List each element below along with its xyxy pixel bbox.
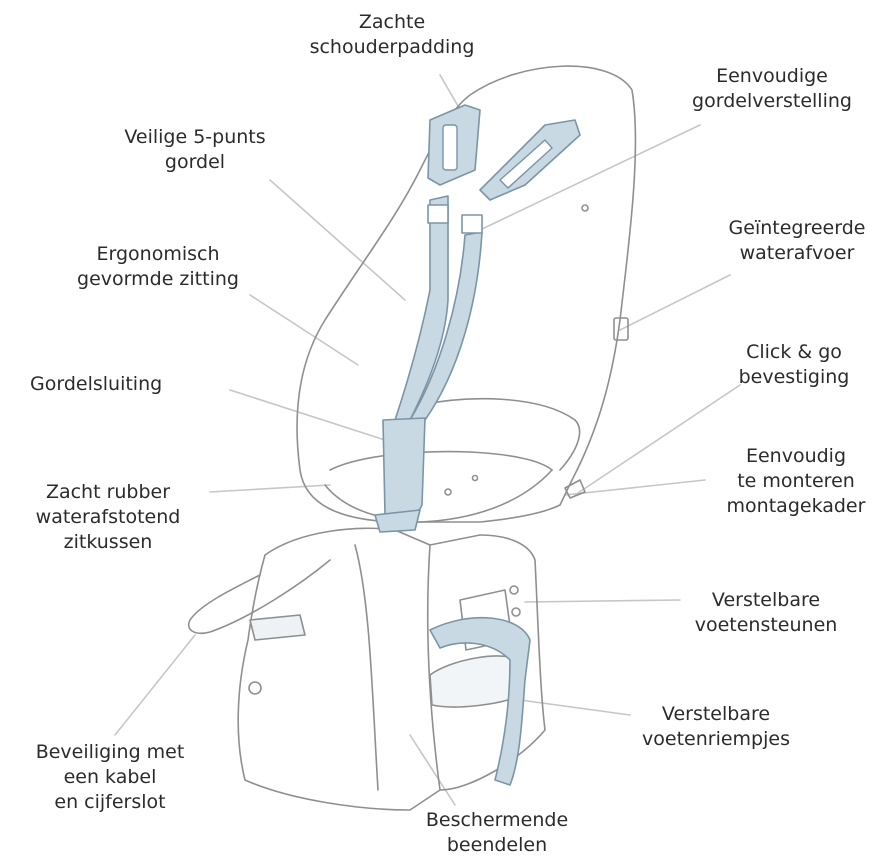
backrest-shell (296, 65, 637, 523)
label-shoulder-padding: Zachte schouderpadding (309, 11, 475, 58)
footrest-slot-1 (509, 585, 519, 595)
leg-guard-inner (354, 544, 379, 791)
seat-hole-2 (471, 474, 479, 482)
buckle (382, 417, 426, 521)
label-buckle: Gordelsluiting (30, 373, 163, 395)
rivet (581, 204, 589, 212)
leg-knob (248, 681, 262, 695)
leg-guard-left (237, 527, 441, 811)
leader-belt-adjust (479, 124, 701, 231)
foot-strap (429, 616, 531, 786)
leader-footrest (524, 599, 681, 603)
label-ergonomic-seat: Ergonomisch gevormde zitting (77, 243, 239, 290)
cable-tag (249, 614, 306, 641)
label-cushion: Zacht rubber waterafstotend zitkussen (35, 481, 181, 553)
adjuster-right (461, 214, 483, 234)
click-go-handle (564, 479, 586, 499)
seat-rim (329, 450, 553, 471)
label-leg-guards: Beschermende beendelen (425, 809, 569, 856)
leader-five-point (269, 179, 406, 301)
leader-lock (114, 634, 196, 736)
leader-legs (409, 734, 456, 806)
leader-drainage (619, 274, 731, 331)
label-frame: Eenvoudig te monteren montagekader (726, 445, 866, 517)
pad-slot-right (498, 139, 553, 189)
leader-lines (114, 74, 741, 806)
leader-buckle (229, 389, 386, 441)
leader-click-go (574, 384, 741, 496)
seat-front (324, 469, 553, 523)
cable-lock (188, 559, 331, 635)
pad-slot-left (442, 124, 458, 171)
label-cable-lock: Beveiliging met een kabel en cijferslot (35, 741, 185, 813)
label-belt-adjust: Eenvoudige gordelverstelling (692, 65, 852, 112)
leader-footstrap (519, 699, 631, 716)
adjuster-left (427, 204, 449, 224)
seat-hole-1 (444, 488, 452, 496)
frame-bar (429, 534, 481, 546)
crotch-strap (374, 509, 421, 533)
leg-guard-right (439, 534, 546, 791)
leader-frame (564, 479, 706, 496)
footrest-slot-2 (511, 607, 521, 617)
label-drainage: Geïntegreerde waterafvoer (728, 217, 866, 264)
label-five-point-belt: Veilige 5-punts gordel (124, 126, 266, 173)
harness-slots (442, 124, 553, 189)
side-guard (419, 397, 581, 471)
leader-ergonomic (249, 294, 359, 366)
label-footrest: Verstelbare voetensteunen (694, 589, 838, 636)
drainage-clip (613, 317, 629, 341)
label-click-go: Click & go bevestiging (738, 341, 850, 388)
label-footstrap: Verstelbare voetenriempjes (642, 703, 790, 750)
leader-cushion (209, 484, 331, 493)
seat-body (188, 65, 637, 811)
